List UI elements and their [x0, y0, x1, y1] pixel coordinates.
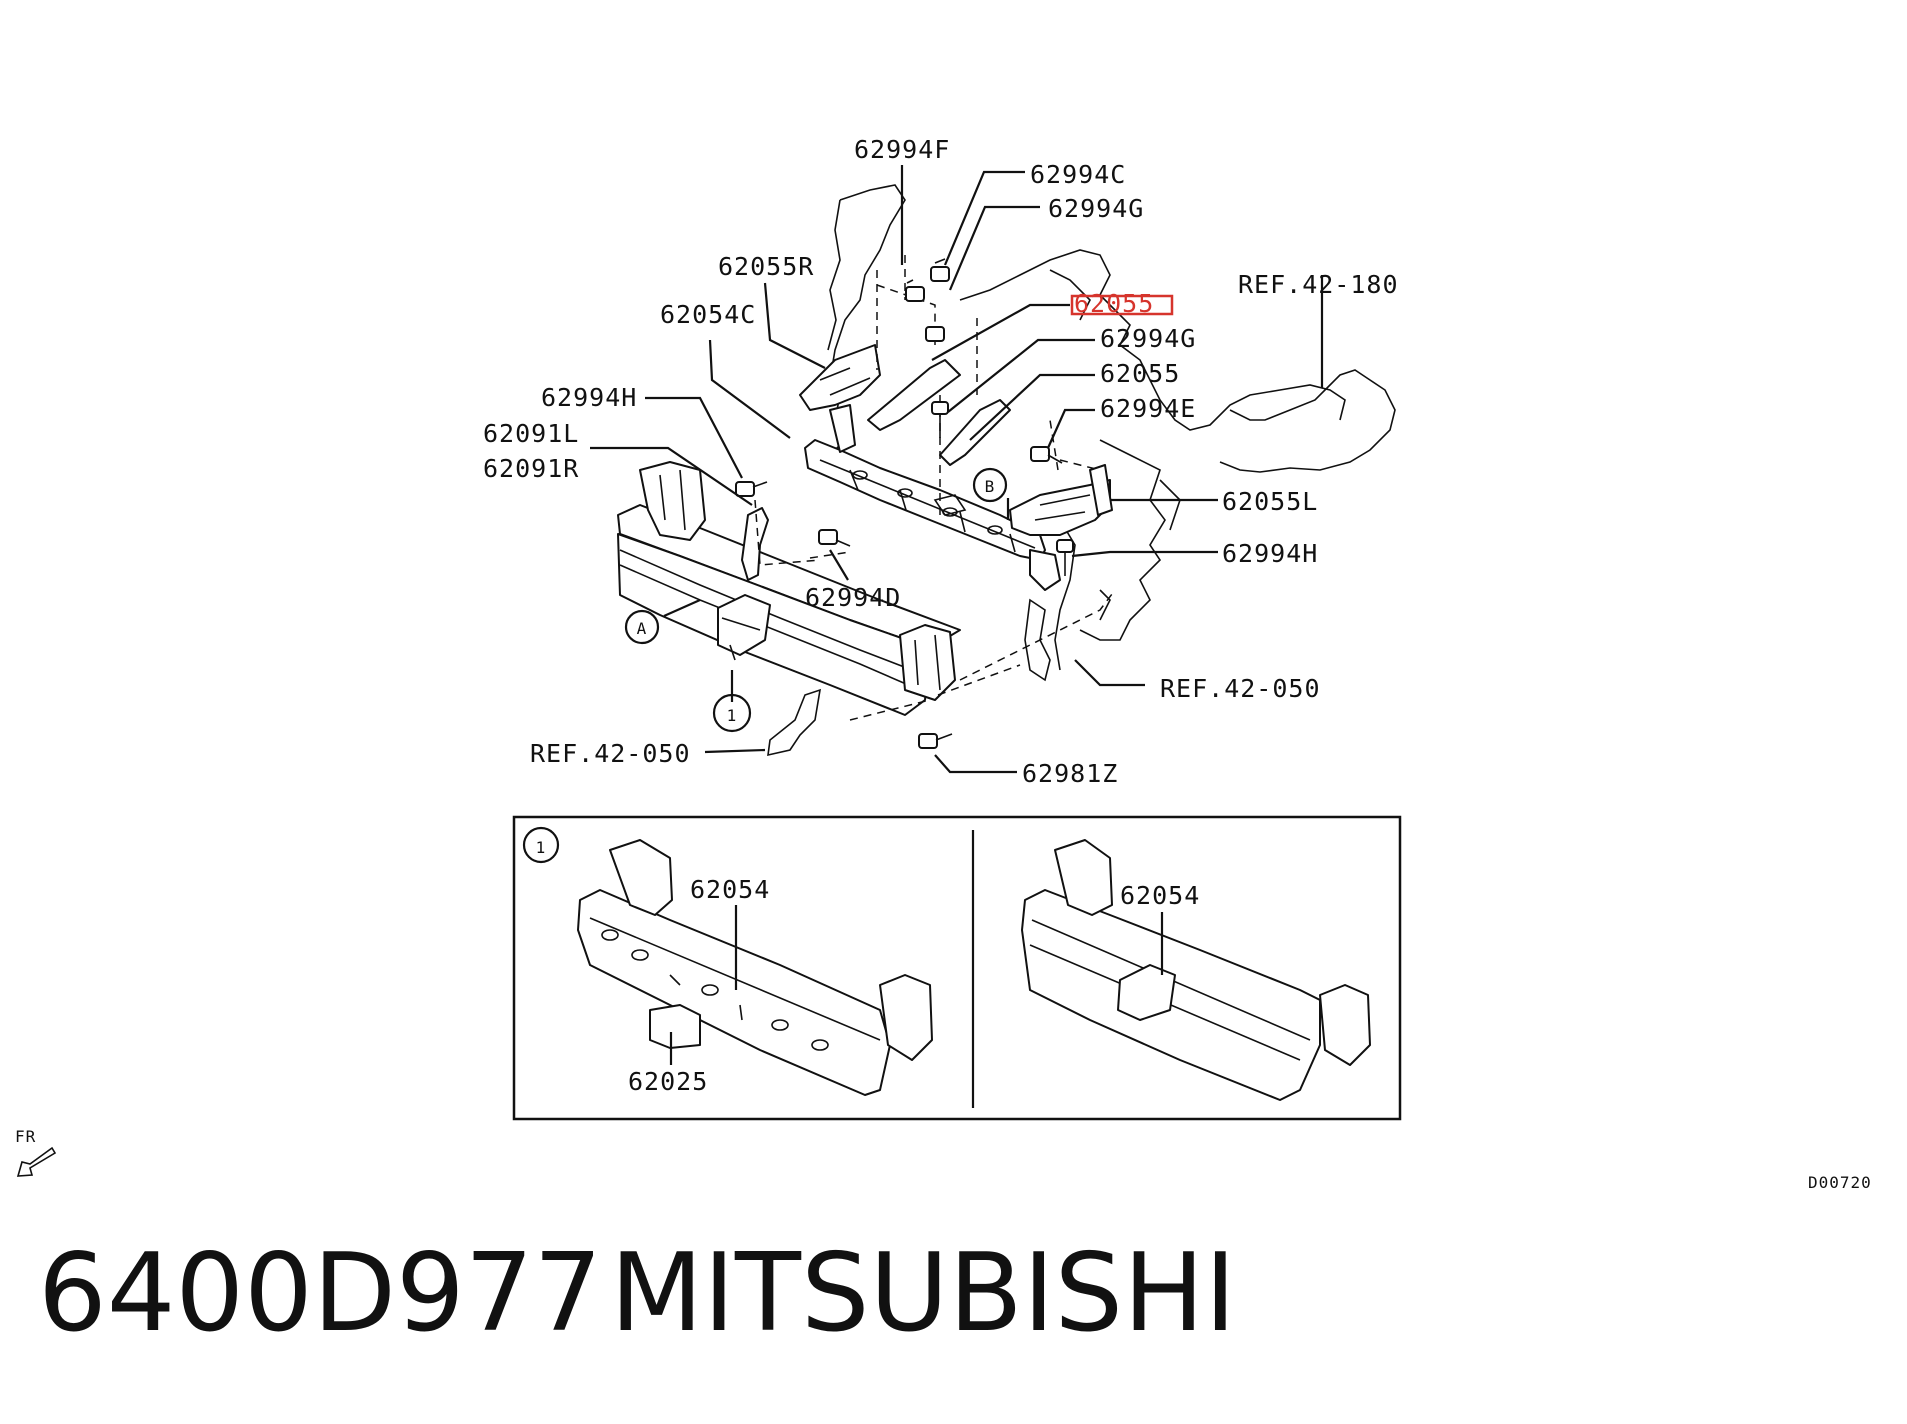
label-ref-42-050-right: REF.42-050 [1160, 674, 1321, 703]
bolt-icon [735, 481, 768, 497]
label-62994G-mid: 62994G [1100, 324, 1196, 353]
label-62055-highlight: 62055 [1074, 289, 1154, 318]
bolt-icon [818, 529, 851, 547]
label-62994C: 62994C [1030, 160, 1126, 189]
inset-label-62025: 62025 [628, 1067, 708, 1096]
bolt-icon [918, 733, 953, 749]
label-ref-42-050-left: REF.42-050 [530, 739, 691, 768]
label-62994H-right: 62994H [1222, 539, 1318, 568]
bolt-icon [930, 258, 950, 282]
inset-label-62054-left: 62054 [690, 875, 770, 904]
label-62994G-top: 62994G [1048, 194, 1144, 223]
brand-name: MITSUBISHI [610, 1231, 1237, 1356]
part-number: 6400D977 [38, 1231, 603, 1356]
label-62054C: 62054C [660, 300, 756, 329]
bolt-icon [1056, 539, 1074, 576]
body-panel-outline [827, 184, 1396, 671]
leader-lines [590, 165, 1324, 774]
label-62055R: 62055R [718, 252, 814, 281]
reinforcement-variant-a [577, 839, 933, 1096]
marker-a: A [624, 609, 660, 645]
bolt-icon [1030, 446, 1063, 464]
label-62994D: 62994D [805, 583, 901, 612]
front-direction-indicator: FR [15, 1127, 57, 1177]
upper-support-member [804, 439, 1061, 591]
bolt-icon [905, 279, 925, 302]
bolt-icons [735, 258, 1074, 749]
bracket-62055R [799, 344, 881, 453]
svg-text:FR: FR [15, 1127, 36, 1146]
diagram-code: D00720 [1808, 1173, 1872, 1192]
label-62994E: 62994E [1100, 394, 1196, 423]
lower-panel-ref [767, 598, 1051, 757]
reinforcement-variant-b [1021, 839, 1371, 1101]
label-62091R: 62091R [483, 454, 579, 483]
label-62055L: 62055L [1222, 487, 1318, 516]
pad-62025 [649, 1004, 701, 1049]
label-62981Z: 62981Z [1022, 759, 1118, 788]
svg-text:1: 1 [727, 706, 738, 725]
inset-panel: 1 62054 62025 62054 [512, 815, 1402, 1121]
svg-text:A: A [637, 619, 648, 638]
marker-b: B [972, 467, 1008, 503]
callout-labels: 62994F 62994C 62994G 62055R REF.42-180 6… [483, 135, 1399, 788]
svg-text:B: B [985, 477, 996, 496]
svg-text:1: 1 [536, 838, 547, 857]
bracket-62055L [1009, 464, 1113, 536]
inset-label-62054-right: 62054 [1120, 881, 1200, 910]
highlight-box-62055 [1070, 294, 1174, 316]
stay-62055 [867, 359, 1011, 466]
label-ref-42-180: REF.42-180 [1238, 270, 1399, 299]
bolt-icon [931, 401, 949, 438]
marker-1: 1 [712, 693, 752, 733]
bumper-reinforcement [617, 461, 961, 716]
label-62994F: 62994F [854, 135, 950, 164]
label-62055: 62055 [1100, 359, 1180, 388]
front-arrow-icon [16, 1146, 57, 1177]
bolt-icon [925, 326, 945, 342]
label-62994H-left: 62994H [541, 383, 637, 412]
label-62091L: 62091L [483, 419, 579, 448]
